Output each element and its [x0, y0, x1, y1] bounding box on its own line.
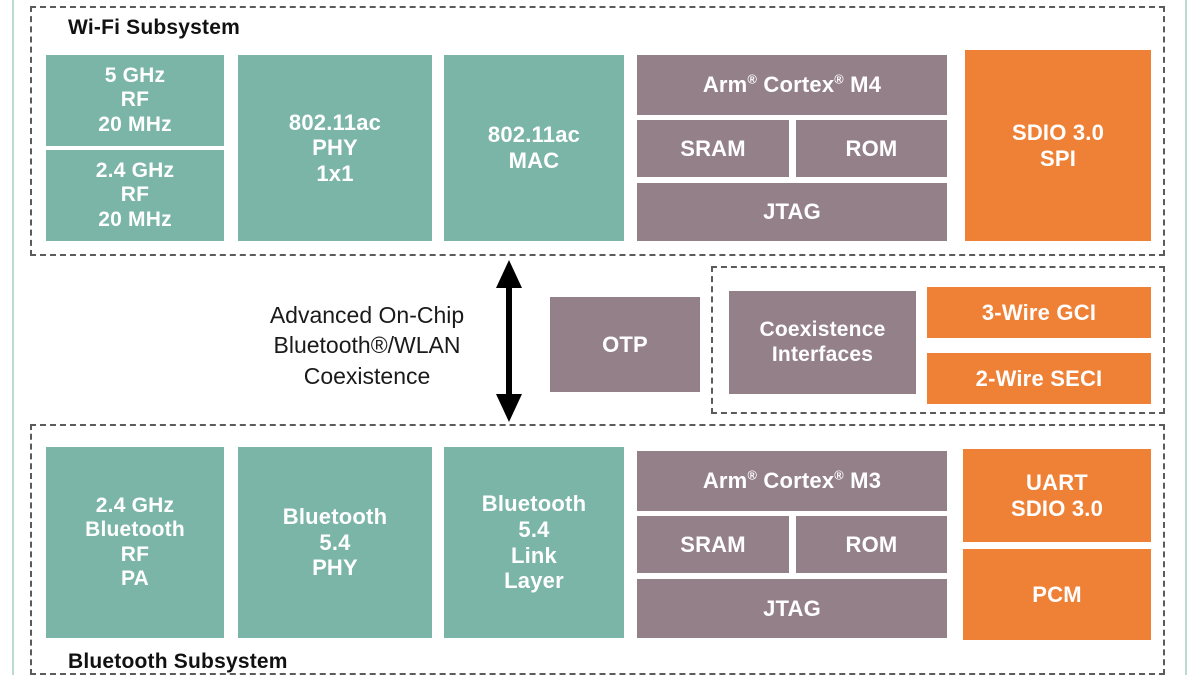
coexistence-interfaces-container	[711, 266, 1165, 414]
bt-rom-block: ROM	[796, 516, 947, 573]
registered-icon: ®	[834, 71, 844, 87]
bt-jtag-block: JTAG	[637, 579, 947, 638]
registered-icon: ®	[747, 71, 758, 87]
wifi-rf-5ghz-block: 5 GHz RF 20 MHz	[46, 55, 224, 146]
wifi-cpu-block: Arm® Cortex® M4	[637, 55, 947, 115]
wifi-cpu-label: Arm® Cortex® M4	[702, 71, 882, 98]
registered-icon: ®	[747, 467, 758, 483]
wifi-subsystem-title: Wi-Fi Subsystem	[68, 16, 241, 39]
bt-sram-block: SRAM	[637, 516, 789, 573]
bluetooth-subsystem-title: Bluetooth Subsystem	[68, 650, 288, 673]
seci-block: 2-Wire SECI	[927, 353, 1151, 404]
wifi-rom-block: ROM	[796, 120, 947, 177]
bt-pcm-block: PCM	[963, 549, 1151, 640]
left-edge-rule	[12, 0, 14, 675]
coexistence-note: Advanced On-Chip Bluetooth®/WLAN Coexist…	[269, 302, 465, 389]
bidirectional-arrow-icon	[496, 260, 522, 422]
bt-link-layer-block: Bluetooth 5.4 Link Layer	[444, 447, 624, 638]
wifi-mac-block: 802.11ac MAC	[444, 55, 624, 241]
wifi-host-interface-block: SDIO 3.0 SPI	[965, 50, 1151, 241]
wifi-phy-block: 802.11ac PHY 1x1	[238, 55, 432, 241]
bt-cpu-block: Arm® Cortex® M3	[637, 451, 947, 511]
bluetooth-subsystem-container	[30, 424, 1165, 675]
gci-block: 3-Wire GCI	[927, 287, 1151, 338]
bt-phy-block: Bluetooth 5.4 PHY	[238, 447, 432, 638]
registered-icon: ®	[834, 467, 844, 483]
wifi-subsystem-container	[30, 6, 1165, 256]
wifi-jtag-block: JTAG	[637, 183, 947, 241]
bt-cpu-label: Arm® Cortex® M3	[702, 467, 882, 494]
bt-host-interface-block: UART SDIO 3.0	[963, 449, 1151, 542]
wifi-sram-block: SRAM	[637, 120, 789, 177]
bt-rf-pa-block: 2.4 GHz Bluetooth RF PA	[46, 447, 224, 638]
coexistence-interfaces-block: Coexistence Interfaces	[729, 291, 916, 394]
wifi-rf-24ghz-block: 2.4 GHz RF 20 MHz	[46, 150, 224, 241]
otp-block: OTP	[550, 297, 700, 392]
right-edge-rule	[1185, 0, 1187, 675]
coexistence-arrow	[488, 258, 530, 424]
